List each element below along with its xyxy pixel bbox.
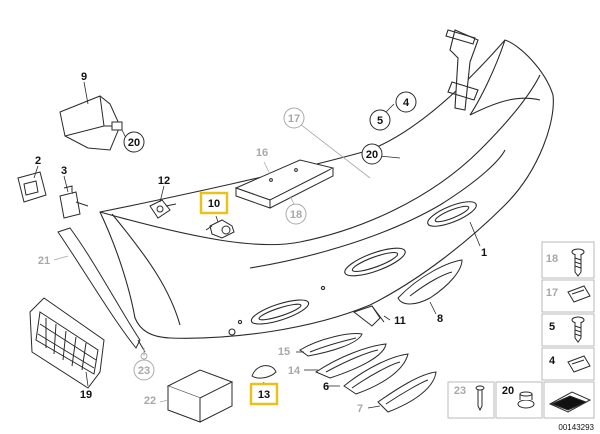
clip-icon-17 — [567, 285, 591, 303]
callout-23: 23 — [138, 365, 150, 377]
callout-20b-circle: 20 — [361, 143, 383, 165]
strip-part-15 — [299, 333, 363, 357]
bracket-part-9 — [59, 95, 123, 151]
clip-part-12 — [149, 199, 177, 219]
callout-5-circle: 5 — [369, 109, 391, 131]
callout-17-circle: 17 — [283, 107, 305, 129]
callout-11: 11 — [394, 315, 406, 327]
legend-label-5: 5 — [549, 321, 555, 333]
callout-21: 21 — [38, 255, 50, 267]
sensor-part-10 — [205, 219, 235, 239]
grey-leader-lines — [53, 123, 371, 403]
clip-icon-4 — [567, 355, 591, 373]
screw-icon-5 — [571, 316, 585, 343]
callout-19: 19 — [80, 389, 92, 401]
bracket-part-16 — [234, 159, 335, 209]
legend-label-20: 20 — [502, 385, 514, 397]
callout-2: 2 — [35, 155, 41, 167]
callout-8: 8 — [437, 313, 443, 325]
strip-part-14 — [314, 343, 387, 379]
callout-10-box: 10 — [199, 191, 229, 215]
callout-13: 13 — [258, 389, 270, 401]
leader-lines — [33, 81, 481, 409]
clip-part-3 — [59, 185, 89, 219]
legend-label-23: 23 — [454, 385, 466, 397]
callout-9: 9 — [81, 71, 87, 83]
callout-1: 1 — [481, 247, 487, 259]
legend-panel — [447, 241, 595, 419]
callout-18-circle: 18 — [285, 203, 307, 225]
grille-part-19 — [29, 297, 105, 389]
box-part-22 — [166, 369, 234, 423]
reflector-part-8 — [397, 259, 463, 305]
callout-12: 12 — [158, 175, 170, 187]
legend-label-18: 18 — [546, 253, 558, 265]
grommet-icon-20 — [517, 391, 535, 409]
callout-10: 10 — [208, 198, 220, 210]
screw-icon-18 — [571, 248, 585, 277]
pin-icon-23 — [475, 385, 485, 412]
callout-4-circle: 4 — [395, 91, 417, 113]
diagram-id: 00143293 — [558, 423, 594, 432]
callout-14: 14 — [288, 365, 301, 377]
legend-label-17: 17 — [546, 287, 558, 299]
cap-part-13 — [251, 365, 277, 379]
callout-5: 5 — [377, 115, 383, 127]
callout-23-circle: 23 — [133, 359, 155, 381]
strip-part-6 — [343, 353, 409, 395]
strip-part-7 — [377, 371, 437, 413]
callout-4: 4 — [403, 97, 410, 109]
clip-part-23 — [140, 348, 148, 360]
callout-15: 15 — [278, 346, 290, 358]
callout-17: 17 — [288, 113, 300, 125]
clip-part-2 — [17, 171, 47, 203]
legend-label-4: 4 — [549, 355, 556, 367]
callout-7: 7 — [357, 403, 363, 415]
callout-16: 16 — [256, 147, 268, 159]
clip-part-11 — [352, 305, 385, 327]
callout-18: 18 — [290, 209, 302, 221]
callout-13-box: 13 — [249, 382, 279, 406]
callout-20a: 20 — [128, 137, 140, 149]
callout-3: 3 — [61, 165, 67, 177]
callout-6: 6 — [323, 381, 329, 393]
callout-20b: 20 — [366, 149, 378, 161]
callout-22: 22 — [144, 395, 156, 407]
foam-pad-icon — [548, 391, 592, 413]
callout-20a-circle: 20 — [123, 131, 145, 153]
